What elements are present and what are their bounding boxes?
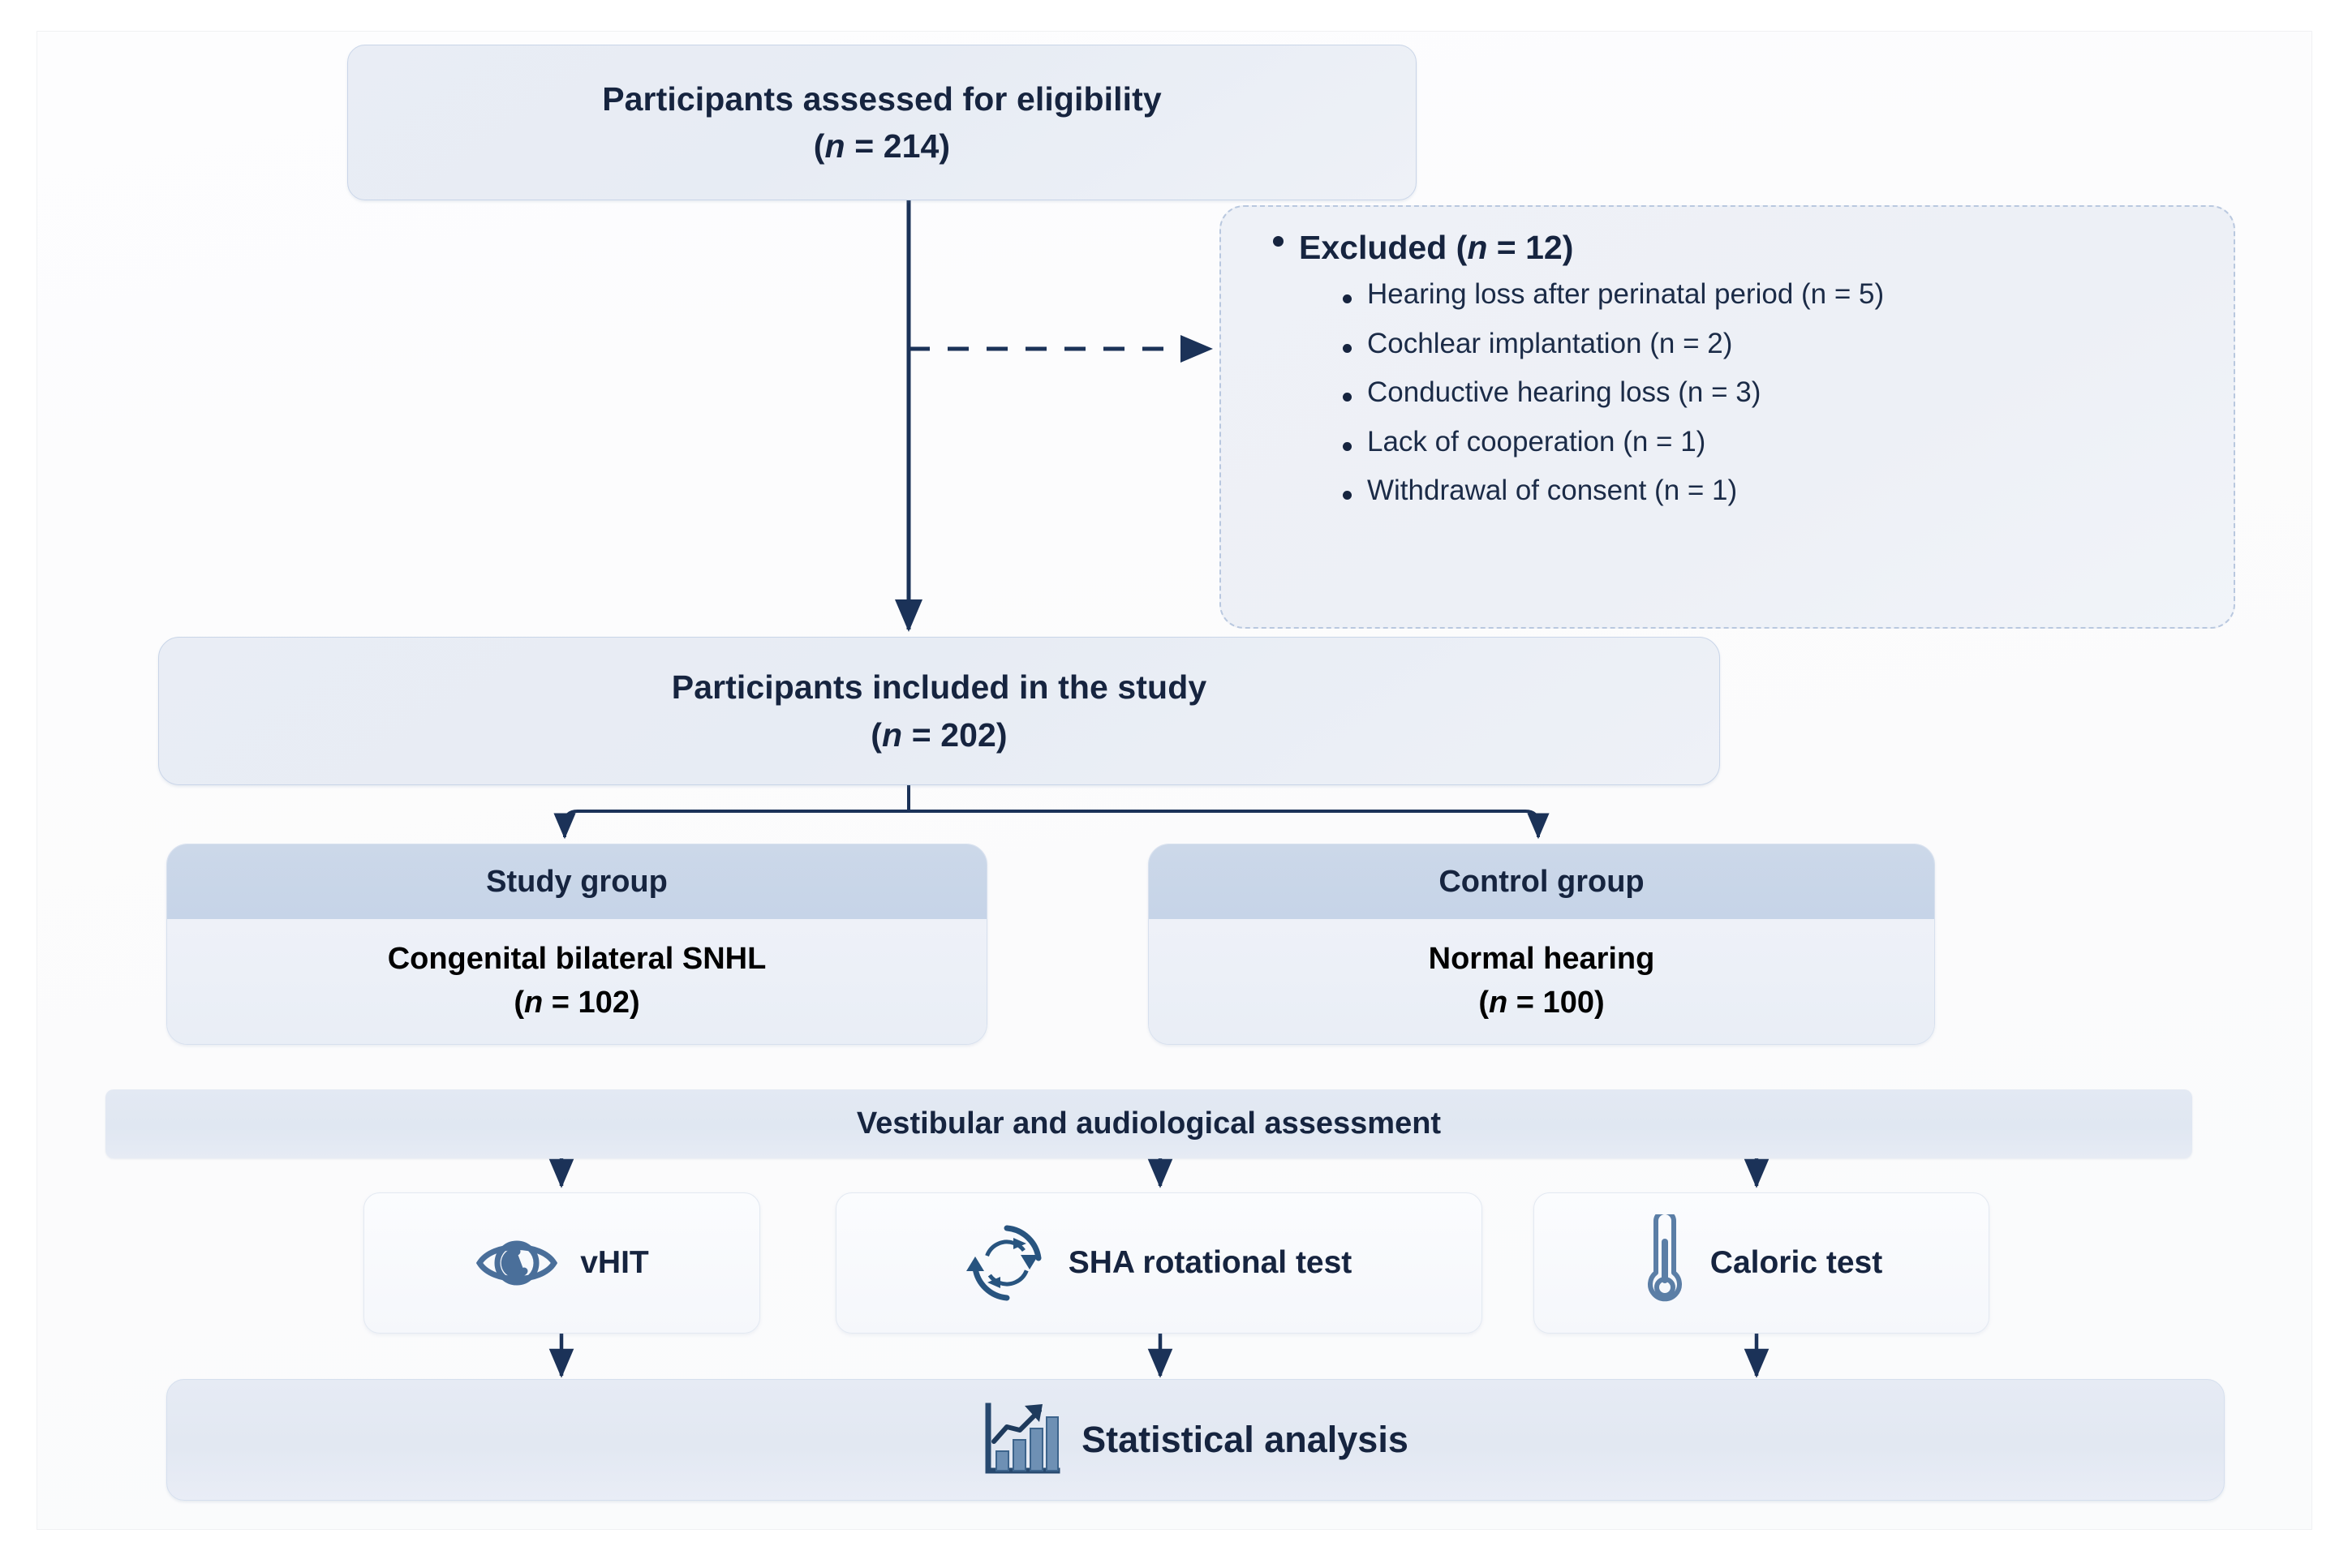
study-group-n-symbol: n bbox=[524, 986, 544, 1020]
list-item: Withdrawal of consent (n = 1) bbox=[1333, 475, 1884, 507]
assessed-n-symbol: n bbox=[824, 127, 845, 165]
eye-icon bbox=[476, 1240, 558, 1286]
node-test-sha: SHA rotational test bbox=[836, 1192, 1482, 1334]
node-test-vhit: vHIT bbox=[363, 1192, 760, 1334]
control-group-count: (n = 100) bbox=[1478, 982, 1604, 1025]
statistical-analysis-label: Statistical analysis bbox=[1081, 1419, 1408, 1460]
excluded-heading: Excluded (n = 12) bbox=[1299, 229, 1884, 266]
excluded-list: Excluded (n = 12) Hearing loss after per… bbox=[1262, 229, 1884, 507]
included-n-value: = 202) bbox=[902, 715, 1008, 754]
test-label-vhit: vHIT bbox=[580, 1245, 649, 1280]
excluded-heading-text: Excluded ( bbox=[1299, 229, 1468, 266]
list-item: Conductive hearing loss (n = 3) bbox=[1333, 377, 1884, 409]
node-participants-assessed: Participants assessed for eligibility (n… bbox=[347, 45, 1417, 200]
included-paren-open: ( bbox=[871, 715, 883, 754]
assessed-line-1: Participants assessed for eligibility bbox=[602, 79, 1162, 118]
node-statistical-analysis: Statistical analysis bbox=[166, 1379, 2225, 1501]
control-group-n-value: = 100) bbox=[1507, 986, 1605, 1020]
node-assessment-bar: Vestibular and audiological assessment bbox=[105, 1089, 2192, 1158]
list-item: Hearing loss after perinatal period (n =… bbox=[1333, 279, 1884, 311]
bar-chart-growth-icon bbox=[985, 1403, 1060, 1474]
excluded-reason-list: Hearing loss after perinatal period (n =… bbox=[1333, 279, 1884, 507]
study-group-count: (n = 102) bbox=[514, 982, 639, 1025]
included-line-1: Participants included in the study bbox=[671, 668, 1207, 707]
node-excluded: Excluded (n = 12) Hearing loss after per… bbox=[1219, 205, 2235, 629]
node-participants-included: Participants included in the study (n = … bbox=[158, 637, 1720, 785]
control-group-header: Control group bbox=[1149, 844, 1934, 919]
included-n-symbol: n bbox=[882, 715, 903, 754]
study-group-body: Congenital bilateral SNHL (n = 102) bbox=[167, 919, 987, 1044]
excluded-n-symbol: n bbox=[1467, 229, 1488, 266]
assessment-bar-label: Vestibular and audiological assessment bbox=[856, 1106, 1442, 1141]
assessed-count: (n = 214) bbox=[814, 122, 950, 170]
control-group-n-symbol: n bbox=[1489, 986, 1508, 1020]
excluded-heading-item: Excluded (n = 12) Hearing loss after per… bbox=[1262, 229, 1884, 507]
study-group-n-value: = 102) bbox=[543, 986, 640, 1020]
assessed-n-value: = 214) bbox=[845, 127, 951, 165]
list-item: Lack of cooperation (n = 1) bbox=[1333, 426, 1884, 458]
excluded-n-value: = 12) bbox=[1487, 229, 1574, 266]
list-item: Cochlear implantation (n = 2) bbox=[1333, 328, 1884, 360]
study-group-paren-open: ( bbox=[514, 986, 525, 1020]
control-group-body: Normal hearing (n = 100) bbox=[1149, 919, 1934, 1044]
node-test-caloric: Caloric test bbox=[1533, 1192, 1989, 1334]
control-group-paren-open: ( bbox=[1478, 986, 1490, 1020]
study-group-header: Study group bbox=[167, 844, 987, 919]
included-count: (n = 202) bbox=[871, 711, 1007, 758]
node-control-group: Control group Normal hearing (n = 100) bbox=[1148, 844, 1935, 1045]
rotation-arrows-icon bbox=[965, 1225, 1042, 1301]
study-group-line-1: Congenital bilateral SNHL bbox=[387, 942, 767, 977]
test-label-sha: SHA rotational test bbox=[1068, 1245, 1352, 1280]
test-label-caloric: Caloric test bbox=[1709, 1245, 1883, 1280]
thermometer-icon bbox=[1647, 1214, 1682, 1302]
control-group-line-1: Normal hearing bbox=[1428, 942, 1655, 977]
assessed-paren-open: ( bbox=[813, 127, 825, 165]
node-study-group: Study group Congenital bilateral SNHL (n… bbox=[166, 844, 987, 1045]
